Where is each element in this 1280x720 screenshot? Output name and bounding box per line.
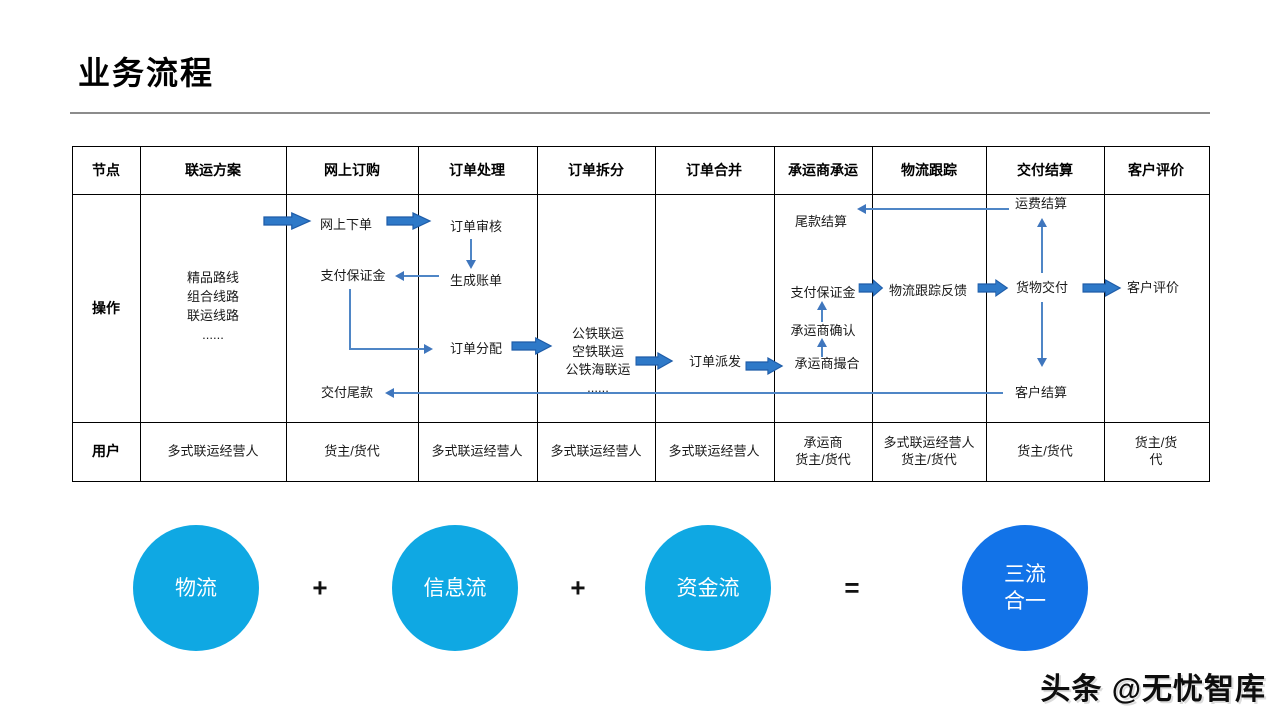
watermark: 头条 @无忧智库	[1040, 673, 1266, 706]
arrow-left-icon	[385, 388, 394, 398]
flow-node-customer-review: 客户评价	[1126, 280, 1180, 295]
equals-sign: =	[844, 572, 860, 603]
col-header-carrier: 承运商承运	[788, 162, 858, 178]
grid-line	[774, 147, 775, 481]
row-label-operation: 操作	[92, 300, 120, 316]
arrow-down-icon	[466, 260, 476, 269]
user-cell-review: 货主/货代	[1134, 435, 1178, 467]
grid-line	[986, 147, 987, 481]
plus-sign: +	[570, 572, 586, 603]
flow-arrow-icon	[511, 337, 553, 355]
flow-node-carrier-confirm: 承运商确认	[790, 323, 856, 338]
user-cell-tracking: 多式联运经营人 货主/货代	[883, 435, 975, 467]
title-underline	[70, 112, 1210, 114]
arrow-left-icon	[395, 271, 404, 281]
circle-logistics-flow: 物流	[133, 525, 259, 651]
user-cell-order: 货主/货代	[324, 443, 380, 459]
connector-line	[404, 275, 439, 277]
flow-node-goods-delivery: 货物交付	[1015, 280, 1069, 295]
arrow-up-icon	[817, 301, 827, 310]
col-header-merge: 订单合并	[686, 162, 742, 178]
connector-line	[821, 346, 823, 357]
flow-node-order-assign: 订单分配	[449, 341, 503, 356]
flow-node-order-place: 网上下单	[319, 217, 373, 232]
col-header-order: 网上订购	[324, 162, 380, 178]
user-cell-merge: 多式联运经营人	[668, 443, 760, 459]
col-header-plan: 联运方案	[185, 162, 241, 178]
flow-node-customer-settlement: 客户结算	[1014, 385, 1068, 400]
flow-arrow-icon	[1082, 279, 1122, 297]
grid-line	[655, 147, 656, 481]
connector-line	[470, 239, 472, 261]
flow-arrow-icon	[263, 212, 312, 230]
connector-line	[394, 392, 1003, 394]
col-header-split: 订单拆分	[568, 162, 624, 178]
flow-node-gen-bill: 生成账单	[449, 273, 503, 288]
flow-node-carrier-deposit: 支付保证金	[790, 285, 856, 300]
user-cell-process: 多式联运经营人	[431, 443, 523, 459]
flow-node-plan-options: 精品路线 组合线路 联运线路 ......	[186, 270, 240, 342]
col-header-review: 客户评价	[1128, 162, 1184, 178]
page-title: 业务流程	[78, 55, 215, 91]
grid-line	[1104, 147, 1105, 481]
col-header-node: 节点	[92, 162, 120, 178]
grid-line	[73, 422, 1209, 423]
flow-arrow-icon	[858, 279, 884, 297]
circle-capital-flow: 资金流	[645, 525, 771, 651]
flow-node-pay-balance: 交付尾款	[320, 385, 374, 400]
grid-line	[286, 147, 287, 481]
grid-line	[418, 147, 419, 481]
arrow-left-icon	[857, 204, 866, 214]
circle-three-flows-in-one: 三流 合一	[962, 525, 1088, 651]
flow-node-tracking-feedback: 物流跟踪反馈	[888, 283, 968, 298]
flow-arrow-icon	[745, 357, 784, 375]
connector-line	[349, 289, 351, 349]
grid-line	[872, 147, 873, 481]
col-header-tracking: 物流跟踪	[901, 162, 957, 178]
circle-information-flow: 信息流	[392, 525, 518, 651]
connector-line	[1041, 302, 1043, 359]
grid-line	[73, 194, 1209, 195]
flow-arrow-icon	[386, 212, 432, 230]
col-header-settle: 交付结算	[1017, 162, 1073, 178]
col-header-process: 订单处理	[449, 162, 505, 178]
flow-node-order-review: 订单审核	[449, 219, 503, 234]
user-cell-carrier: 承运商 货主/货代	[795, 435, 851, 467]
flow-node-order-dispatch: 订单派发	[688, 354, 742, 369]
grid-line	[140, 147, 141, 481]
arrow-up-icon	[817, 338, 827, 347]
connector-line	[1041, 226, 1043, 273]
arrow-right-icon	[424, 344, 433, 354]
flow-node-carrier-match: 承运商撮合	[794, 356, 860, 371]
flow-node-balance-settlement: 尾款结算	[794, 214, 848, 229]
flow-node-freight-settlement: 运费结算	[1014, 196, 1068, 211]
user-cell-plan: 多式联运经营人	[167, 443, 259, 459]
connector-line	[866, 208, 1009, 210]
arrow-up-icon	[1037, 218, 1047, 227]
arrow-down-icon	[1037, 358, 1047, 367]
grid-line	[537, 147, 538, 481]
plus-sign: +	[312, 572, 328, 603]
process-table: 节点 联运方案 网上订购 订单处理 订单拆分 订单合并 承运商承运 物流跟踪 交…	[72, 146, 1210, 482]
row-label-user: 用户	[92, 443, 120, 459]
flow-arrow-icon	[977, 279, 1009, 297]
connector-line	[349, 348, 425, 350]
flow-arrow-icon	[635, 352, 674, 370]
user-cell-split: 多式联运经营人	[550, 443, 642, 459]
connector-line	[821, 309, 823, 322]
flow-node-split-modes: 公铁联运 空铁联运 公铁海联运 ......	[565, 326, 631, 395]
user-cell-settle: 货主/货代	[1017, 443, 1073, 459]
flow-node-pay-deposit: 支付保证金	[320, 268, 386, 283]
